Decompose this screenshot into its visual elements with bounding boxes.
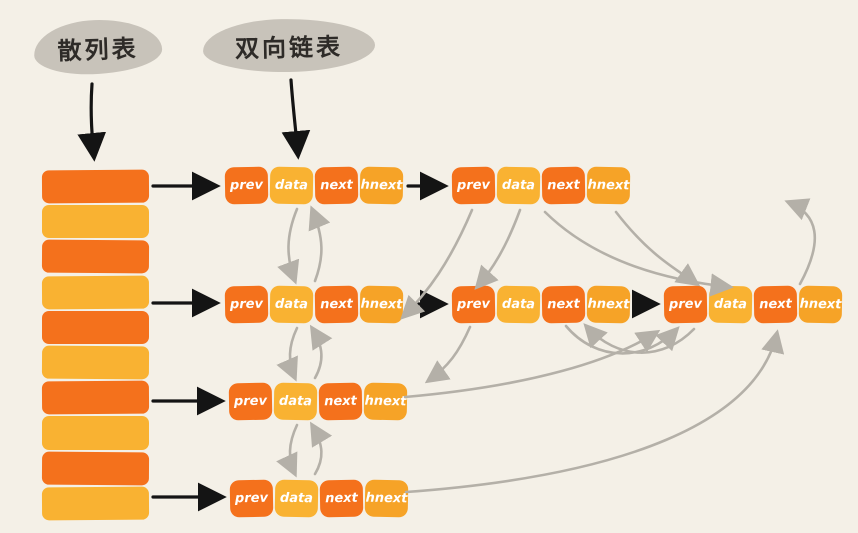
cell-data: data (496, 285, 541, 324)
hash-bucket (41, 169, 150, 204)
cell-data: data (708, 285, 753, 324)
callout-hash-table: 散列表 (33, 17, 163, 77)
hash-bucket (41, 380, 150, 415)
callout-hash-table-label: 散列表 (57, 34, 140, 65)
pointer-arrow (277, 207, 300, 285)
hash-bucket (41, 345, 150, 380)
hash-bucket (42, 205, 149, 239)
cell-data: data (274, 479, 319, 518)
pointer-arrow (309, 324, 333, 380)
cell-prev: prev (451, 285, 496, 324)
pointer-arrow (404, 329, 785, 494)
pointer-arrow (276, 423, 299, 478)
pointer-arrow (583, 323, 696, 354)
cell-hnext: hnext (586, 166, 631, 205)
cell-next: next (541, 166, 586, 205)
list-node-a: prev data next hnext (224, 166, 404, 205)
cell-hnext: hnext (364, 479, 409, 518)
cell-data: data (269, 285, 314, 324)
cell-next: next (541, 285, 586, 324)
callout-arrow-doubly-linked-list (281, 78, 311, 160)
pointer-arrow (403, 329, 661, 399)
cell-next: next (314, 166, 359, 205)
cell-next: next (314, 285, 359, 324)
cell-prev: prev (224, 285, 269, 324)
pointer-arrow (614, 210, 701, 287)
cell-prev: prev (663, 285, 708, 324)
pointer-arrow (309, 421, 333, 476)
pointer-arrow (308, 205, 331, 283)
cell-hnext: hnext (798, 285, 843, 324)
hash-bucket (42, 416, 149, 450)
callout-doubly-linked-list: 双向链表 (202, 17, 376, 74)
cell-prev: prev (224, 166, 269, 205)
list-node-c: prev data next hnext (224, 285, 404, 324)
cell-data: data (273, 382, 318, 421)
pointer-arrow (474, 208, 522, 290)
pointer-arrow (564, 324, 680, 355)
pointer-arrow (784, 198, 816, 286)
cell-hnext: hnext (359, 285, 404, 324)
hash-table-stack (41, 169, 150, 521)
list-node-f: prev data next hnext (228, 382, 408, 421)
cell-hnext: hnext (363, 382, 408, 421)
cell-next: next (319, 479, 364, 518)
hash-bucket (41, 240, 150, 274)
hash-bucket (41, 275, 150, 310)
cell-prev: prev (451, 166, 496, 205)
hash-bucket (42, 310, 149, 345)
hash-bucket (41, 451, 150, 486)
cell-next: next (753, 285, 798, 324)
cell-hnext: hnext (586, 285, 631, 324)
pointer-arrow (276, 326, 299, 382)
cell-next: next (318, 382, 363, 421)
list-node-g: prev data next hnext (229, 479, 409, 518)
cell-data: data (496, 166, 541, 205)
cell-data: data (269, 166, 314, 205)
hash-bucket (41, 486, 150, 521)
callout-doubly-linked-list-label: 双向链表 (234, 33, 344, 63)
list-node-d: prev data next hnext (451, 285, 631, 324)
pointer-arrow (543, 210, 734, 297)
callout-arrow-hash-table (77, 82, 107, 162)
pointer-arrow (424, 325, 472, 384)
cell-prev: prev (228, 382, 273, 421)
list-node-e: prev data next hnext (663, 285, 843, 324)
cell-prev: prev (229, 479, 274, 518)
cell-hnext: hnext (359, 166, 404, 205)
list-node-b: prev data next hnext (451, 166, 631, 205)
